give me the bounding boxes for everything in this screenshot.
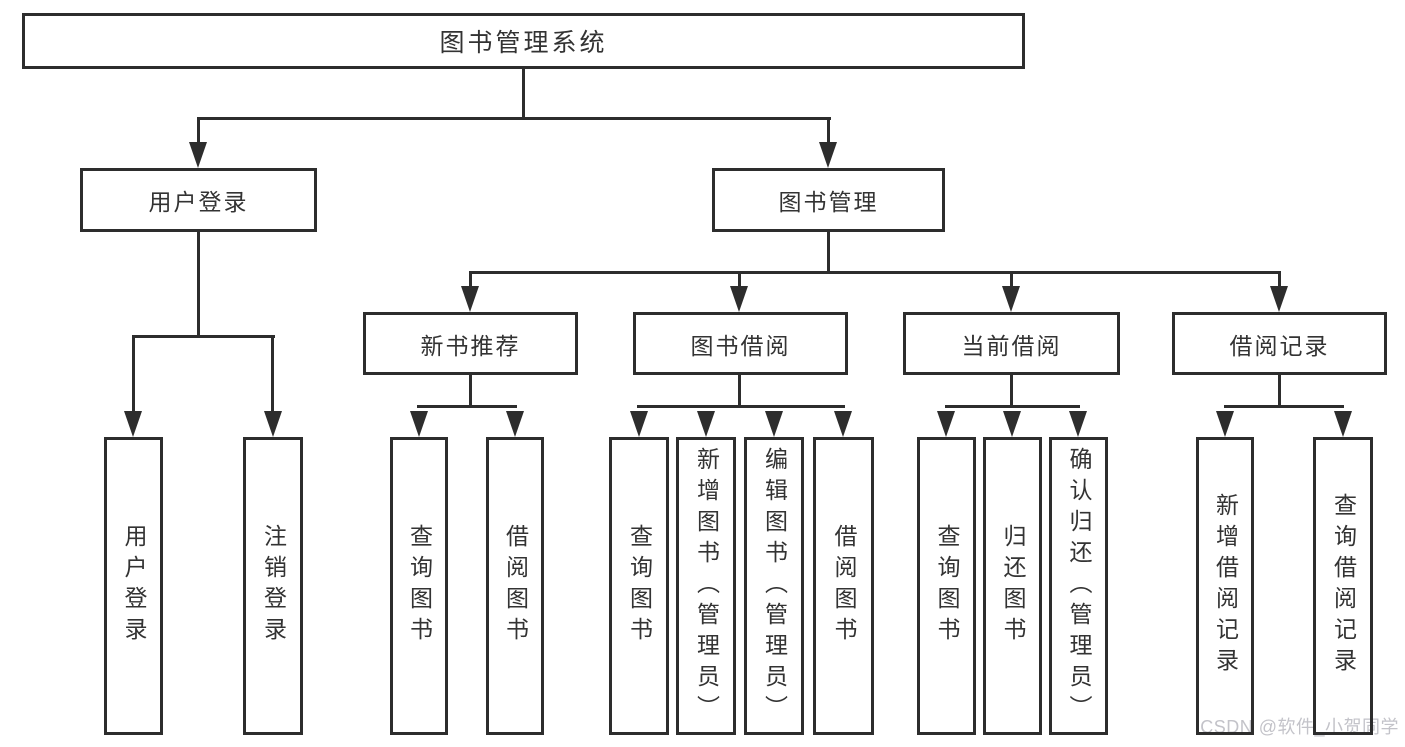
arrow-down-icon (124, 411, 142, 437)
connector-line (469, 271, 472, 288)
connector-line (827, 117, 830, 145)
arrow-down-icon (765, 411, 783, 437)
arrow-down-icon (1216, 411, 1234, 437)
connector-line (1278, 271, 1281, 288)
connector-line (197, 232, 200, 337)
connector-line (945, 405, 1080, 408)
leaf-label: 新增借阅记录 (1212, 493, 1239, 679)
connector-line (197, 117, 200, 145)
arrow-down-icon (937, 411, 955, 437)
leaf-logout: 注销登录 (243, 437, 303, 735)
connector-line (1010, 375, 1013, 407)
connector-line (1010, 271, 1013, 288)
node-borrowing-records: 借阅记录 (1172, 312, 1387, 375)
connector-line (637, 405, 845, 408)
node-library-system: 图书管理系统 (22, 13, 1025, 69)
leaf-return-book: 归还图书 (983, 437, 1042, 735)
arrow-down-icon (1002, 286, 1020, 312)
arrow-down-icon (1003, 411, 1021, 437)
watermark: CSDN @软件_小贺同学 (1200, 717, 1399, 737)
arrow-down-icon (1334, 411, 1352, 437)
leaf-label: 借阅图书 (831, 524, 857, 648)
leaf-label: 查询图书 (934, 524, 960, 648)
connector-line (132, 335, 135, 412)
arrow-down-icon (730, 286, 748, 312)
arrow-down-icon (819, 142, 837, 168)
leaf-add-borrow-record: 新增借阅记录 (1196, 437, 1254, 735)
node-book-borrowing: 图书借阅 (633, 312, 848, 375)
arrow-down-icon (697, 411, 715, 437)
leaf-label: 新增图书（管理员） (693, 446, 720, 726)
leaf-add-book-admin: 新增图书（管理员） (676, 437, 736, 735)
leaf-label: 注销登录 (260, 524, 287, 648)
leaf-user-login: 用户登录 (104, 437, 163, 735)
leaf-query-books-current: 查询图书 (917, 437, 976, 735)
arrow-down-icon (461, 286, 479, 312)
leaf-label: 归还图书 (1000, 524, 1026, 648)
connector-line (1224, 405, 1344, 408)
leaf-borrow-books-recommend: 借阅图书 (486, 437, 544, 735)
leaf-confirm-return-admin: 确认归还（管理员） (1049, 437, 1108, 735)
connector-line (827, 232, 830, 273)
arrow-down-icon (834, 411, 852, 437)
connector-line (469, 375, 472, 407)
leaf-query-books-recommend: 查询图书 (390, 437, 448, 735)
node-book-management: 图书管理 (712, 168, 945, 232)
leaf-label: 编辑图书（管理员） (761, 446, 788, 726)
connector-line (132, 335, 275, 338)
arrow-down-icon (1069, 411, 1087, 437)
connector-line (738, 271, 741, 288)
leaf-label: 查询借阅记录 (1330, 493, 1357, 679)
node-user-login: 用户登录 (80, 168, 317, 232)
arrow-down-icon (630, 411, 648, 437)
leaf-label: 查询图书 (626, 524, 653, 648)
arrow-down-icon (1270, 286, 1288, 312)
connector-line (469, 271, 1281, 274)
leaf-label: 查询图书 (406, 524, 433, 648)
leaf-edit-book-admin: 编辑图书（管理员） (744, 437, 804, 735)
leaf-borrow-books-borrowing: 借阅图书 (813, 437, 874, 735)
leaf-query-books-borrowing: 查询图书 (609, 437, 669, 735)
connector-line (417, 405, 517, 408)
leaf-label: 用户登录 (121, 524, 147, 648)
node-new-book-recommend: 新书推荐 (363, 312, 578, 375)
arrow-down-icon (264, 411, 282, 437)
leaf-label: 借阅图书 (502, 524, 529, 648)
connector-line (522, 69, 525, 119)
connector-line (271, 335, 274, 412)
arrow-down-icon (410, 411, 428, 437)
connector-line (738, 375, 741, 407)
connector-line (1278, 375, 1281, 407)
leaf-query-borrow-record: 查询借阅记录 (1313, 437, 1373, 735)
arrow-down-icon (189, 142, 207, 168)
connector-line (197, 117, 831, 120)
node-current-borrowing: 当前借阅 (903, 312, 1120, 375)
arrow-down-icon (506, 411, 524, 437)
leaf-label: 确认归还（管理员） (1066, 446, 1092, 726)
